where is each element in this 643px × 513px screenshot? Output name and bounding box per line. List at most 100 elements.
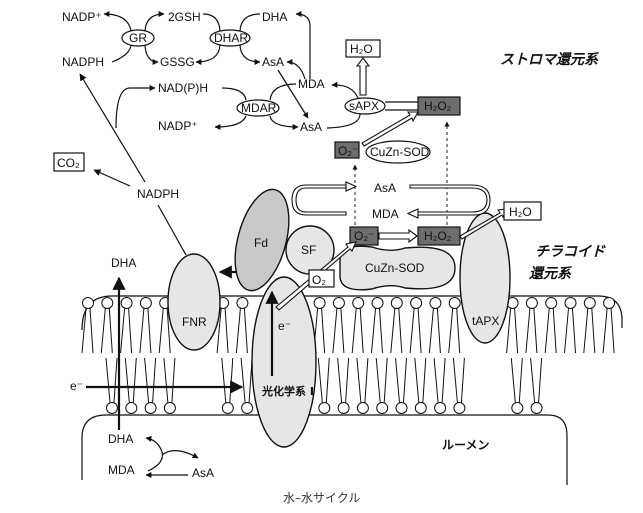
o2-minus-stroma: O₂⁻ [338, 144, 358, 158]
h2o-thylakoid: H₂O [509, 205, 532, 219]
o2-label: O₂ [312, 273, 326, 287]
lipid-upper [428, 297, 442, 354]
lipid-lower [124, 357, 138, 414]
lipid-upper [332, 297, 345, 354]
loop-arrowhead-asa [345, 181, 358, 192]
thylakoid-region-label-1: チラコイド [535, 244, 606, 260]
photosystem-i [251, 276, 317, 448]
lipid-upper [506, 297, 519, 354]
lipid-lower [510, 357, 524, 414]
lipid-lower [530, 357, 543, 414]
ascorbate-glutathione-cycle: NADP⁺ NADPH 2GSH GSSG DHA AsA MDA GR DHA… [62, 10, 325, 134]
h2o2-thylakoid: H₂O₂ [424, 229, 452, 243]
nadph-mdar: NAD(P)H [158, 81, 208, 95]
gssg: GSSG [160, 55, 195, 69]
mdar-enzyme [236, 99, 280, 117]
sapx-enzyme [344, 97, 386, 115]
mda-lumen: MDA [108, 463, 135, 477]
lipid-upper [448, 297, 461, 354]
h2o2-stroma-box [417, 96, 461, 116]
co2-box [53, 152, 85, 172]
lipid-upper [139, 297, 152, 354]
cuzn-sod-stroma-enzyme [365, 140, 431, 164]
asa-mda-loop-left [291, 184, 347, 216]
o2-minus-thylakoid-box [349, 226, 379, 246]
lipid-lower [221, 357, 234, 414]
h2o2-stroma: H₂O₂ [424, 99, 452, 113]
psi-label: 光化学系 I [261, 384, 314, 398]
lipid-heads-upper-leaflet [81, 297, 616, 354]
sf-label: SF [301, 243, 316, 257]
lipid-upper [390, 297, 403, 354]
h2o-thylakoid-box [503, 201, 542, 221]
mda-loop: MDA [372, 207, 399, 221]
lipid-upper [235, 297, 249, 354]
lipid-upper [100, 297, 114, 354]
lipid-lower [433, 357, 447, 414]
sapx-region: H₂O sAPX H₂O₂ O₂⁻ CuZn-SOD [326, 39, 461, 225]
dha-lumen: DHA [108, 432, 133, 446]
fnr-protein [167, 253, 221, 351]
lipid-lower [144, 357, 157, 414]
asa-loop: AsA [374, 181, 396, 195]
lipid-lower [356, 357, 369, 414]
lipid-lower [337, 357, 350, 414]
lipid-lower [163, 357, 176, 414]
tapx-label: tAPX [472, 314, 499, 328]
tapx-protein [459, 212, 511, 344]
lipid-upper [351, 297, 365, 354]
lipid-upper [525, 297, 538, 354]
thylakoid-proteins: 光化学系 I e⁻ FNR Fd SF CuZn-SOD tAPX AsA MD… [70, 181, 542, 448]
fnr-label: FNR [182, 315, 207, 329]
lipid-upper [544, 297, 558, 354]
cuzn-sod-stroma-label: CuZn-SOD [370, 145, 430, 159]
nadp-plus-mdar: NADP⁺ [158, 119, 198, 133]
co2-label: CO₂ [57, 156, 80, 170]
o2-box [308, 269, 335, 288]
lipid-upper [81, 297, 94, 354]
nadph-co2-branch: CO₂ NADPH [53, 73, 187, 256]
cuzn-sod-thylakoid-label: CuZn-SOD [365, 261, 425, 275]
gr-label: GR [129, 31, 147, 45]
h2o-product-box [345, 39, 381, 58]
thylakoid-membrane [81, 295, 623, 485]
hollow-arrow-to-h2o [355, 57, 371, 96]
dha-stroma: DHA [262, 10, 287, 24]
gsh: 2GSH [168, 10, 201, 24]
dhar-enzyme [209, 29, 251, 47]
cuzn-sod-thylakoid [339, 245, 456, 291]
lipid-upper [409, 297, 423, 354]
lipid-lower [105, 357, 118, 414]
nadph-gr: NADPH [62, 55, 104, 69]
lipid-lower [414, 357, 427, 414]
hollow-arrow-o2-to-h2o2 [378, 228, 418, 244]
dhar-label: DHAR [214, 31, 248, 45]
lipid-upper [564, 297, 577, 354]
lipid-lower [395, 357, 408, 414]
asa-mdar: AsA [300, 120, 322, 134]
lumen-region-label: ルーメン [442, 438, 490, 452]
mdar-label: MDAR [241, 101, 277, 115]
ferredoxin [234, 188, 290, 292]
lipid-upper [120, 297, 133, 354]
nadp-plus-gr: NADP⁺ [62, 10, 102, 24]
lipid-lower [375, 357, 389, 414]
lipid-upper [602, 297, 616, 354]
asa-stroma: AsA [262, 55, 284, 69]
gr-enzyme [121, 29, 155, 47]
lumen-reactions: DHA MDA AsA [108, 432, 214, 480]
asa-lumen: AsA [192, 466, 214, 480]
electron-left: e⁻ [70, 379, 83, 393]
h2o-product: H₂O [350, 42, 373, 56]
fd-label: Fd [254, 236, 268, 250]
lipid-lower [240, 357, 254, 414]
asa-mda-loop-right [409, 184, 491, 216]
loop-arrowhead-mda [406, 208, 419, 219]
stroma-region-label: ストロマ還元系 [500, 51, 600, 68]
lipid-lower [452, 357, 466, 414]
lipid-upper [371, 297, 384, 354]
figure-caption: 水–水サイクル [283, 491, 360, 505]
lipid-upper [583, 297, 596, 354]
lipid-heads-lower-leaflet [105, 357, 543, 414]
